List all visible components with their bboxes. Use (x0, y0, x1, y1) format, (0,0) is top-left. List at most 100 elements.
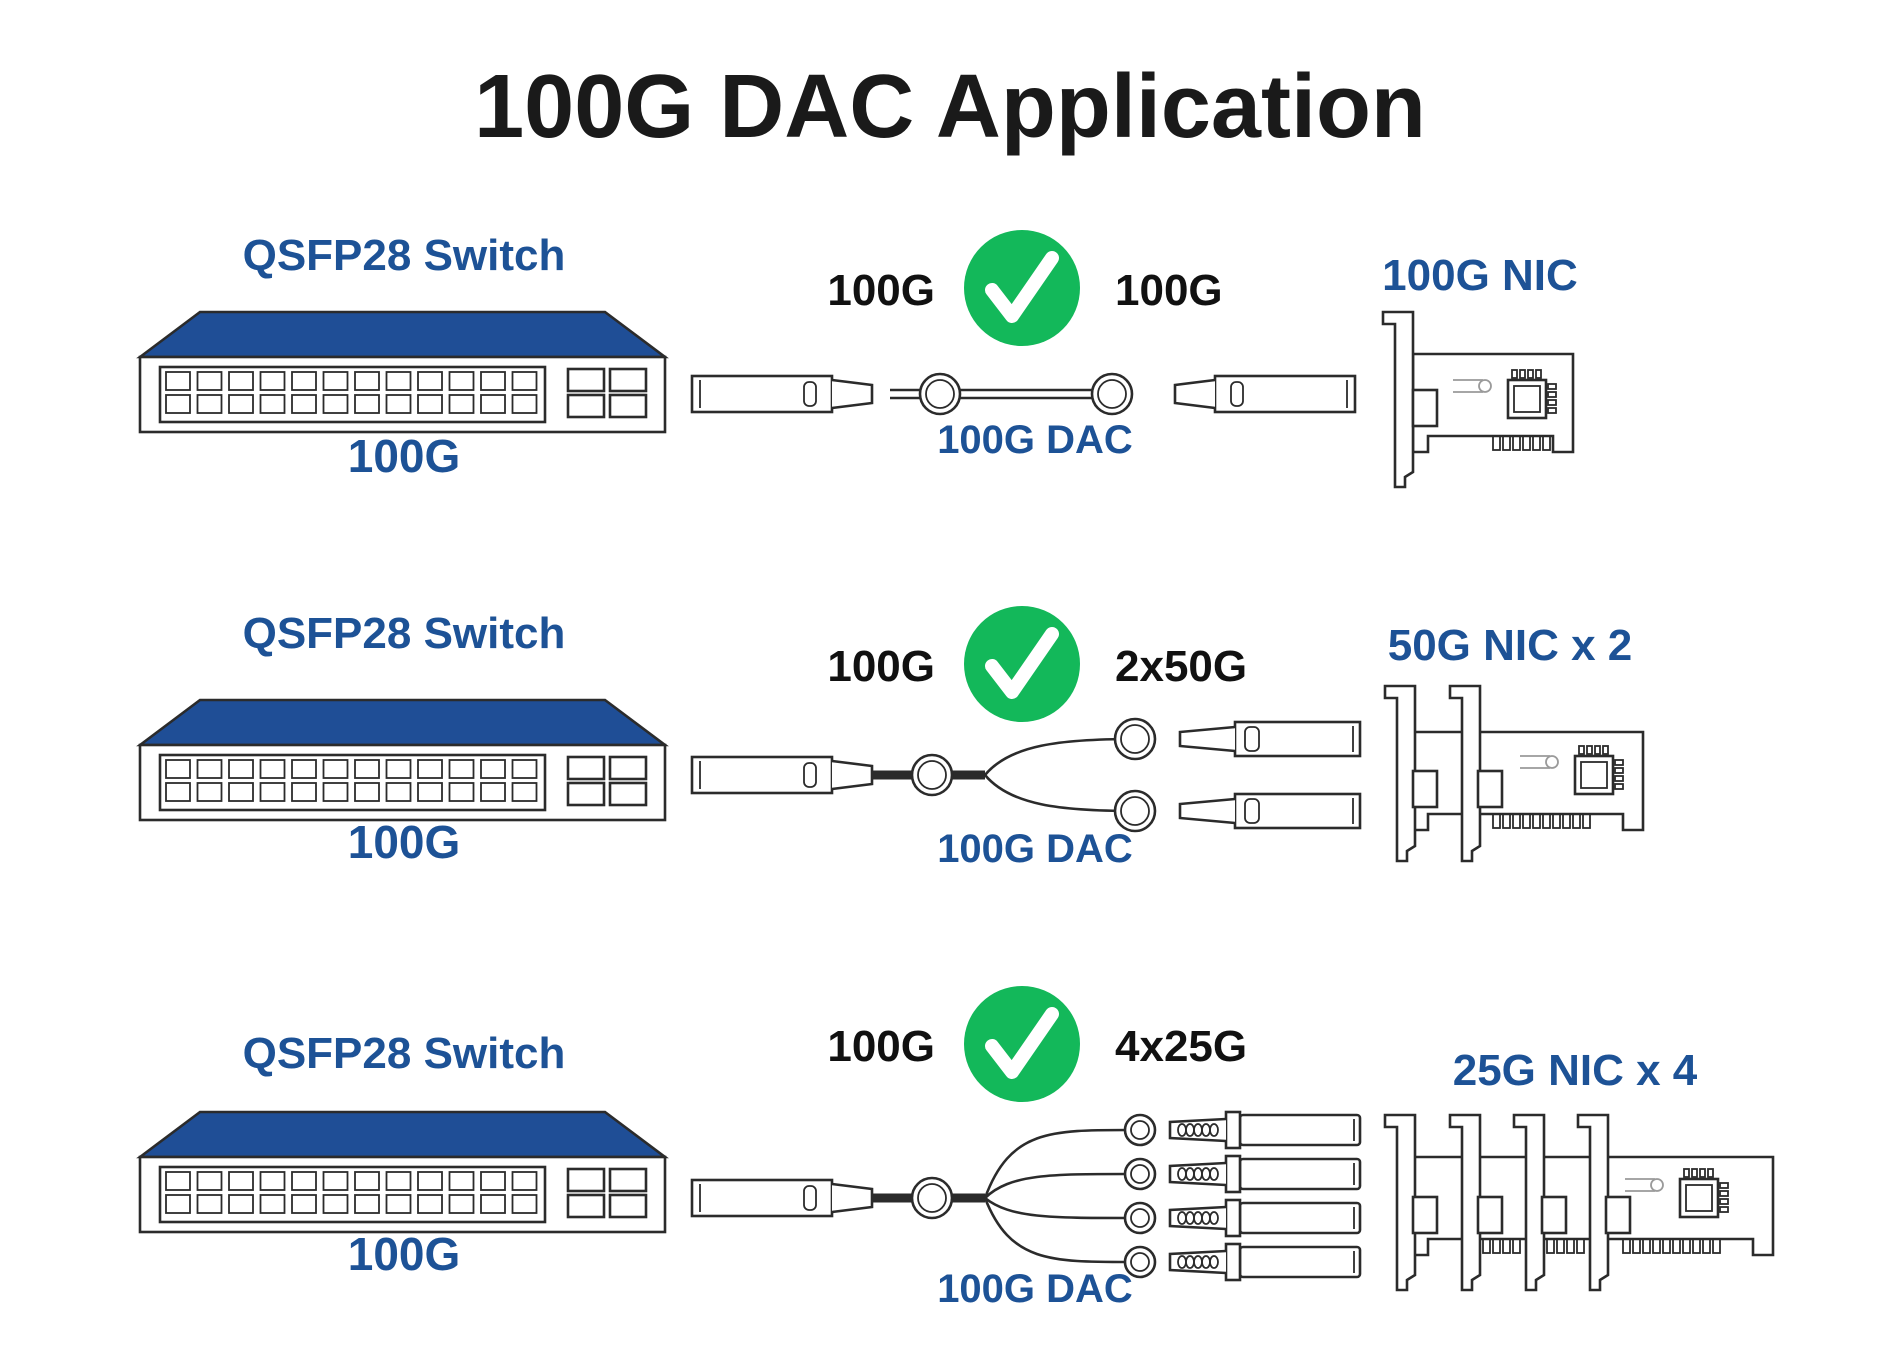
nic-port (1540, 1195, 1568, 1235)
sfp-latch (1244, 726, 1260, 752)
switch-port (196, 759, 223, 779)
switch-port (165, 394, 191, 414)
switch-port (291, 1171, 317, 1191)
nic-chip-pin (1691, 1168, 1698, 1178)
switch-port (417, 782, 443, 802)
cable-ring-inner (1130, 1120, 1150, 1140)
switch-port (322, 371, 349, 391)
check-circle (964, 230, 1080, 346)
switch-uplink-port (566, 1167, 606, 1193)
switch-icon (136, 1110, 669, 1234)
switch-uplink-port (608, 393, 648, 419)
nic-bracket (1512, 1113, 1546, 1292)
check-mark (985, 1007, 1059, 1079)
switch-port (228, 759, 254, 779)
nic-card-icon (1383, 1113, 1417, 1292)
connector-latch (803, 762, 817, 788)
cable-label: 100G DAC (937, 1267, 1133, 1311)
nic-trace (1625, 1178, 1655, 1192)
switch-port (417, 759, 443, 779)
switch-uplink-port (566, 1193, 606, 1219)
cable-ring (1123, 1157, 1157, 1191)
switch-uplink-port (566, 755, 606, 781)
switch-port (448, 759, 475, 779)
switch-port (480, 1171, 506, 1191)
switch-port (354, 759, 380, 779)
nic-port (1604, 1195, 1632, 1235)
switch-port (196, 1171, 223, 1191)
sfp28-grip (1209, 1167, 1219, 1181)
check-circle (964, 606, 1080, 722)
cable-branch (984, 1196, 1131, 1220)
sfp-latch (1244, 798, 1260, 824)
sfp28-collar (1224, 1198, 1242, 1238)
sfp28-grip (1209, 1123, 1219, 1137)
switch-port (165, 782, 191, 802)
nic-chip-pin (1547, 407, 1557, 414)
nic-chip-pin (1527, 369, 1534, 379)
nic-gold-finger (1542, 435, 1551, 451)
switch-label: QSFP28 Switch (243, 609, 566, 658)
nic-gold-finger (1562, 813, 1571, 829)
switch-port (165, 1171, 191, 1191)
cable-ring-inner (917, 760, 947, 790)
check-circle-icon (964, 606, 1080, 722)
dac-cable-icon (690, 372, 1357, 416)
switch-port (259, 394, 286, 414)
switch-port (385, 371, 412, 391)
cable-label: 100G DAC (937, 418, 1133, 462)
nic-gold-finger (1482, 1238, 1491, 1254)
nic-card-icon (1512, 1113, 1546, 1292)
switch-port (259, 371, 286, 391)
switch-uplink-port (566, 393, 606, 419)
switch-port (354, 1194, 380, 1214)
nic-gold-finger (1622, 1238, 1631, 1254)
right-speed: 100G (1115, 266, 1223, 315)
switch-port (448, 1171, 475, 1191)
switch-top (136, 698, 669, 747)
switch-icon (136, 698, 669, 822)
switch-port (322, 1194, 349, 1214)
sfp28-collar (1224, 1242, 1242, 1282)
nic-chip-core (1513, 385, 1541, 413)
nic-group (1383, 684, 1645, 863)
nic-chip-pin (1614, 767, 1624, 774)
nic-led (1478, 379, 1492, 393)
right-speed: 4x25G (1115, 1022, 1247, 1071)
nic-gold-finger (1702, 1238, 1711, 1254)
cable-ring-inner (1120, 796, 1150, 826)
cable-ring-inner (1130, 1252, 1150, 1272)
switch-port-bank (158, 1165, 547, 1224)
nic-chip-pin (1719, 1190, 1729, 1197)
nic-gold-finger (1502, 435, 1511, 451)
connector-latch (1230, 381, 1244, 407)
nic-gold-finger (1672, 1238, 1681, 1254)
nic-card-icon (1383, 684, 1417, 863)
nic-chip-core (1685, 1184, 1713, 1212)
switch-port (480, 782, 506, 802)
nic-chip-pin (1719, 1206, 1729, 1213)
switch-port (165, 759, 191, 779)
switch-port (196, 394, 223, 414)
nic-gold-finger (1532, 435, 1541, 451)
nic-label: 25G NIC x 4 (1453, 1046, 1698, 1095)
switch-uplink-port (608, 367, 648, 393)
nic-chip-pin (1594, 745, 1601, 755)
nic-chip-pin (1707, 1168, 1714, 1178)
nic-bracket (1383, 684, 1417, 863)
sfp28-grip (1209, 1211, 1219, 1225)
qsfp28-connector (690, 755, 874, 795)
nic-chip-pin (1614, 775, 1624, 782)
sfp-connector (1178, 792, 1362, 830)
nic-chip (1506, 378, 1548, 420)
qsfp28-connector (690, 374, 874, 414)
switch-port (511, 782, 538, 802)
nic-gold-finger (1682, 1238, 1691, 1254)
switch-uplink-port (566, 781, 606, 807)
nic-gold-finger (1522, 813, 1531, 829)
nic-gold-finger (1522, 435, 1531, 451)
switch-port (228, 782, 254, 802)
sfp-boot (1178, 797, 1236, 825)
